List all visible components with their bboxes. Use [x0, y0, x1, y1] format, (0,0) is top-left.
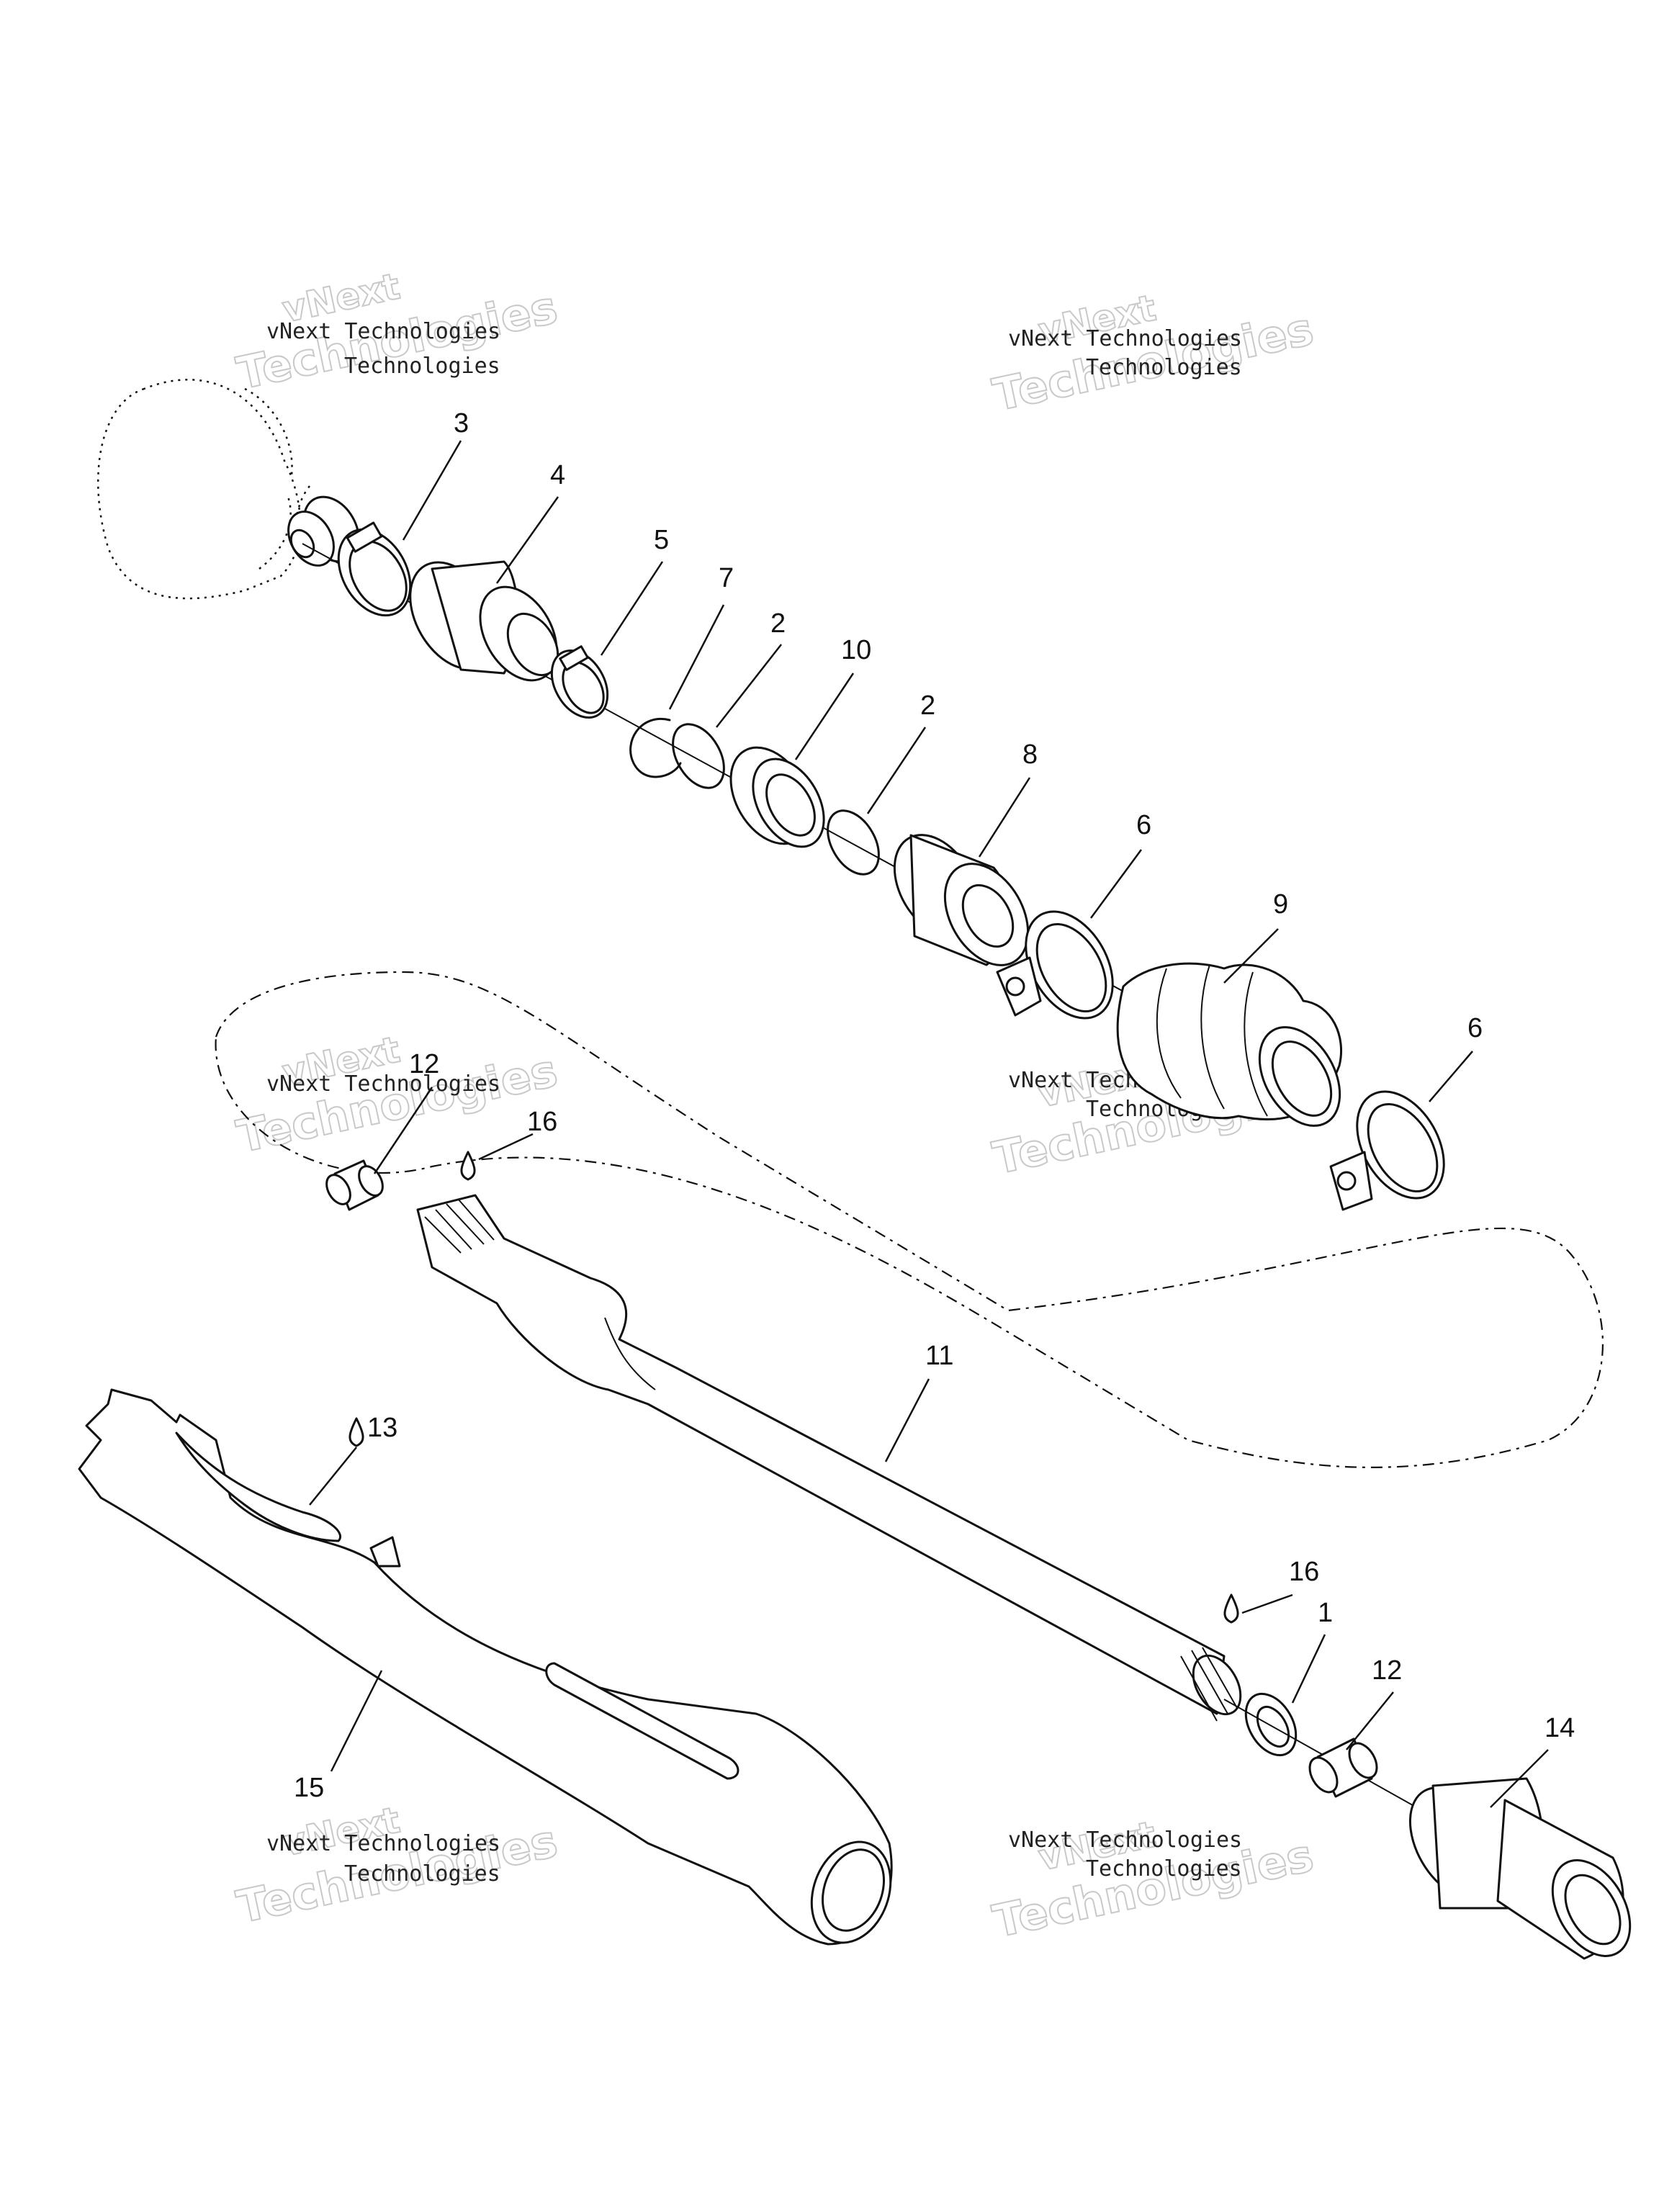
watermark-line-top-right-2: Technologies: [1086, 355, 1242, 380]
callout-13: 13: [367, 1413, 397, 1443]
callout-12-upper: 12: [409, 1049, 439, 1079]
part-2-oring-lower: [827, 809, 880, 876]
callout-7: 7: [719, 563, 734, 593]
watermark-line-top-right: vNext Technologies: [1008, 326, 1242, 351]
part-5-ear-clamp: [550, 645, 609, 719]
callout-3: 3: [454, 408, 469, 439]
callout-9: 9: [1273, 889, 1288, 920]
part-11-drive-shaft: [416, 1194, 1242, 1722]
watermark-line-top-left: vNext Technologies: [266, 319, 500, 344]
callout-6-lower: 6: [1467, 1013, 1483, 1043]
part-10-bushing: [729, 746, 825, 848]
part-8-sleeve: [893, 834, 1030, 966]
watermark-line-mid-left: vNext Technologies: [266, 1071, 500, 1097]
callout-2-upper: 2: [770, 608, 786, 639]
part-4-coupler: [409, 560, 559, 682]
part-3-ear-clamp: [337, 521, 412, 617]
callout-12-lower: 12: [1372, 1655, 1402, 1686]
part-9-bellows-boot: [1116, 962, 1343, 1127]
callout-16-lower: 16: [1289, 1557, 1319, 1587]
watermark-line-bottom-left: vNext Technologies: [266, 1831, 500, 1856]
watermark-line-bottom-right-2: Technologies: [1086, 1856, 1242, 1881]
callout-4: 4: [550, 460, 565, 490]
callout-numbers: 3 4 5 7 2 10 2 8 6 9 6 12 16 11 13 16 1 …: [294, 408, 1575, 1803]
callout-10: 10: [841, 635, 871, 665]
callout-11: 11: [925, 1341, 953, 1371]
phantom-boundary: [215, 971, 1604, 1468]
watermark-line-bottom-left-2: Technologies: [344, 1861, 500, 1887]
phantom-housing: [97, 379, 310, 600]
part-7-circlip: [629, 718, 682, 778]
callout-1: 1: [1318, 1598, 1333, 1628]
callout-15: 15: [294, 1773, 324, 1803]
oil-drop-icon: [460, 1151, 476, 1181]
part-2-oring-upper: [672, 723, 725, 789]
part-6-hose-clamp-lower: [1329, 1090, 1445, 1211]
part-14-bearing-housing: [1408, 1777, 1632, 1960]
oil-drop-icon: [1223, 1593, 1239, 1624]
callout-8: 8: [1022, 739, 1038, 770]
part-12-plug-upper: [325, 1159, 384, 1211]
callout-2-lower: 2: [920, 691, 935, 721]
callout-5: 5: [654, 525, 669, 555]
callout-14: 14: [1545, 1713, 1575, 1743]
part-1-washer: [1244, 1692, 1298, 1757]
watermark-line-top-left-2: Technologies: [344, 354, 500, 379]
part-6-hose-clamp-upper: [996, 910, 1114, 1020]
part-15-tool: [78, 1388, 893, 1946]
callout-16-upper: 16: [527, 1107, 557, 1137]
watermark-line-bottom-right: vNext Technologies: [1008, 1827, 1242, 1853]
housing-nipple: [287, 495, 360, 567]
part-12-plug-lower: [1308, 1737, 1378, 1798]
leader-lines: [309, 440, 1549, 1808]
oil-drop-icon: [349, 1417, 364, 1447]
callout-6-upper: 6: [1136, 810, 1151, 840]
